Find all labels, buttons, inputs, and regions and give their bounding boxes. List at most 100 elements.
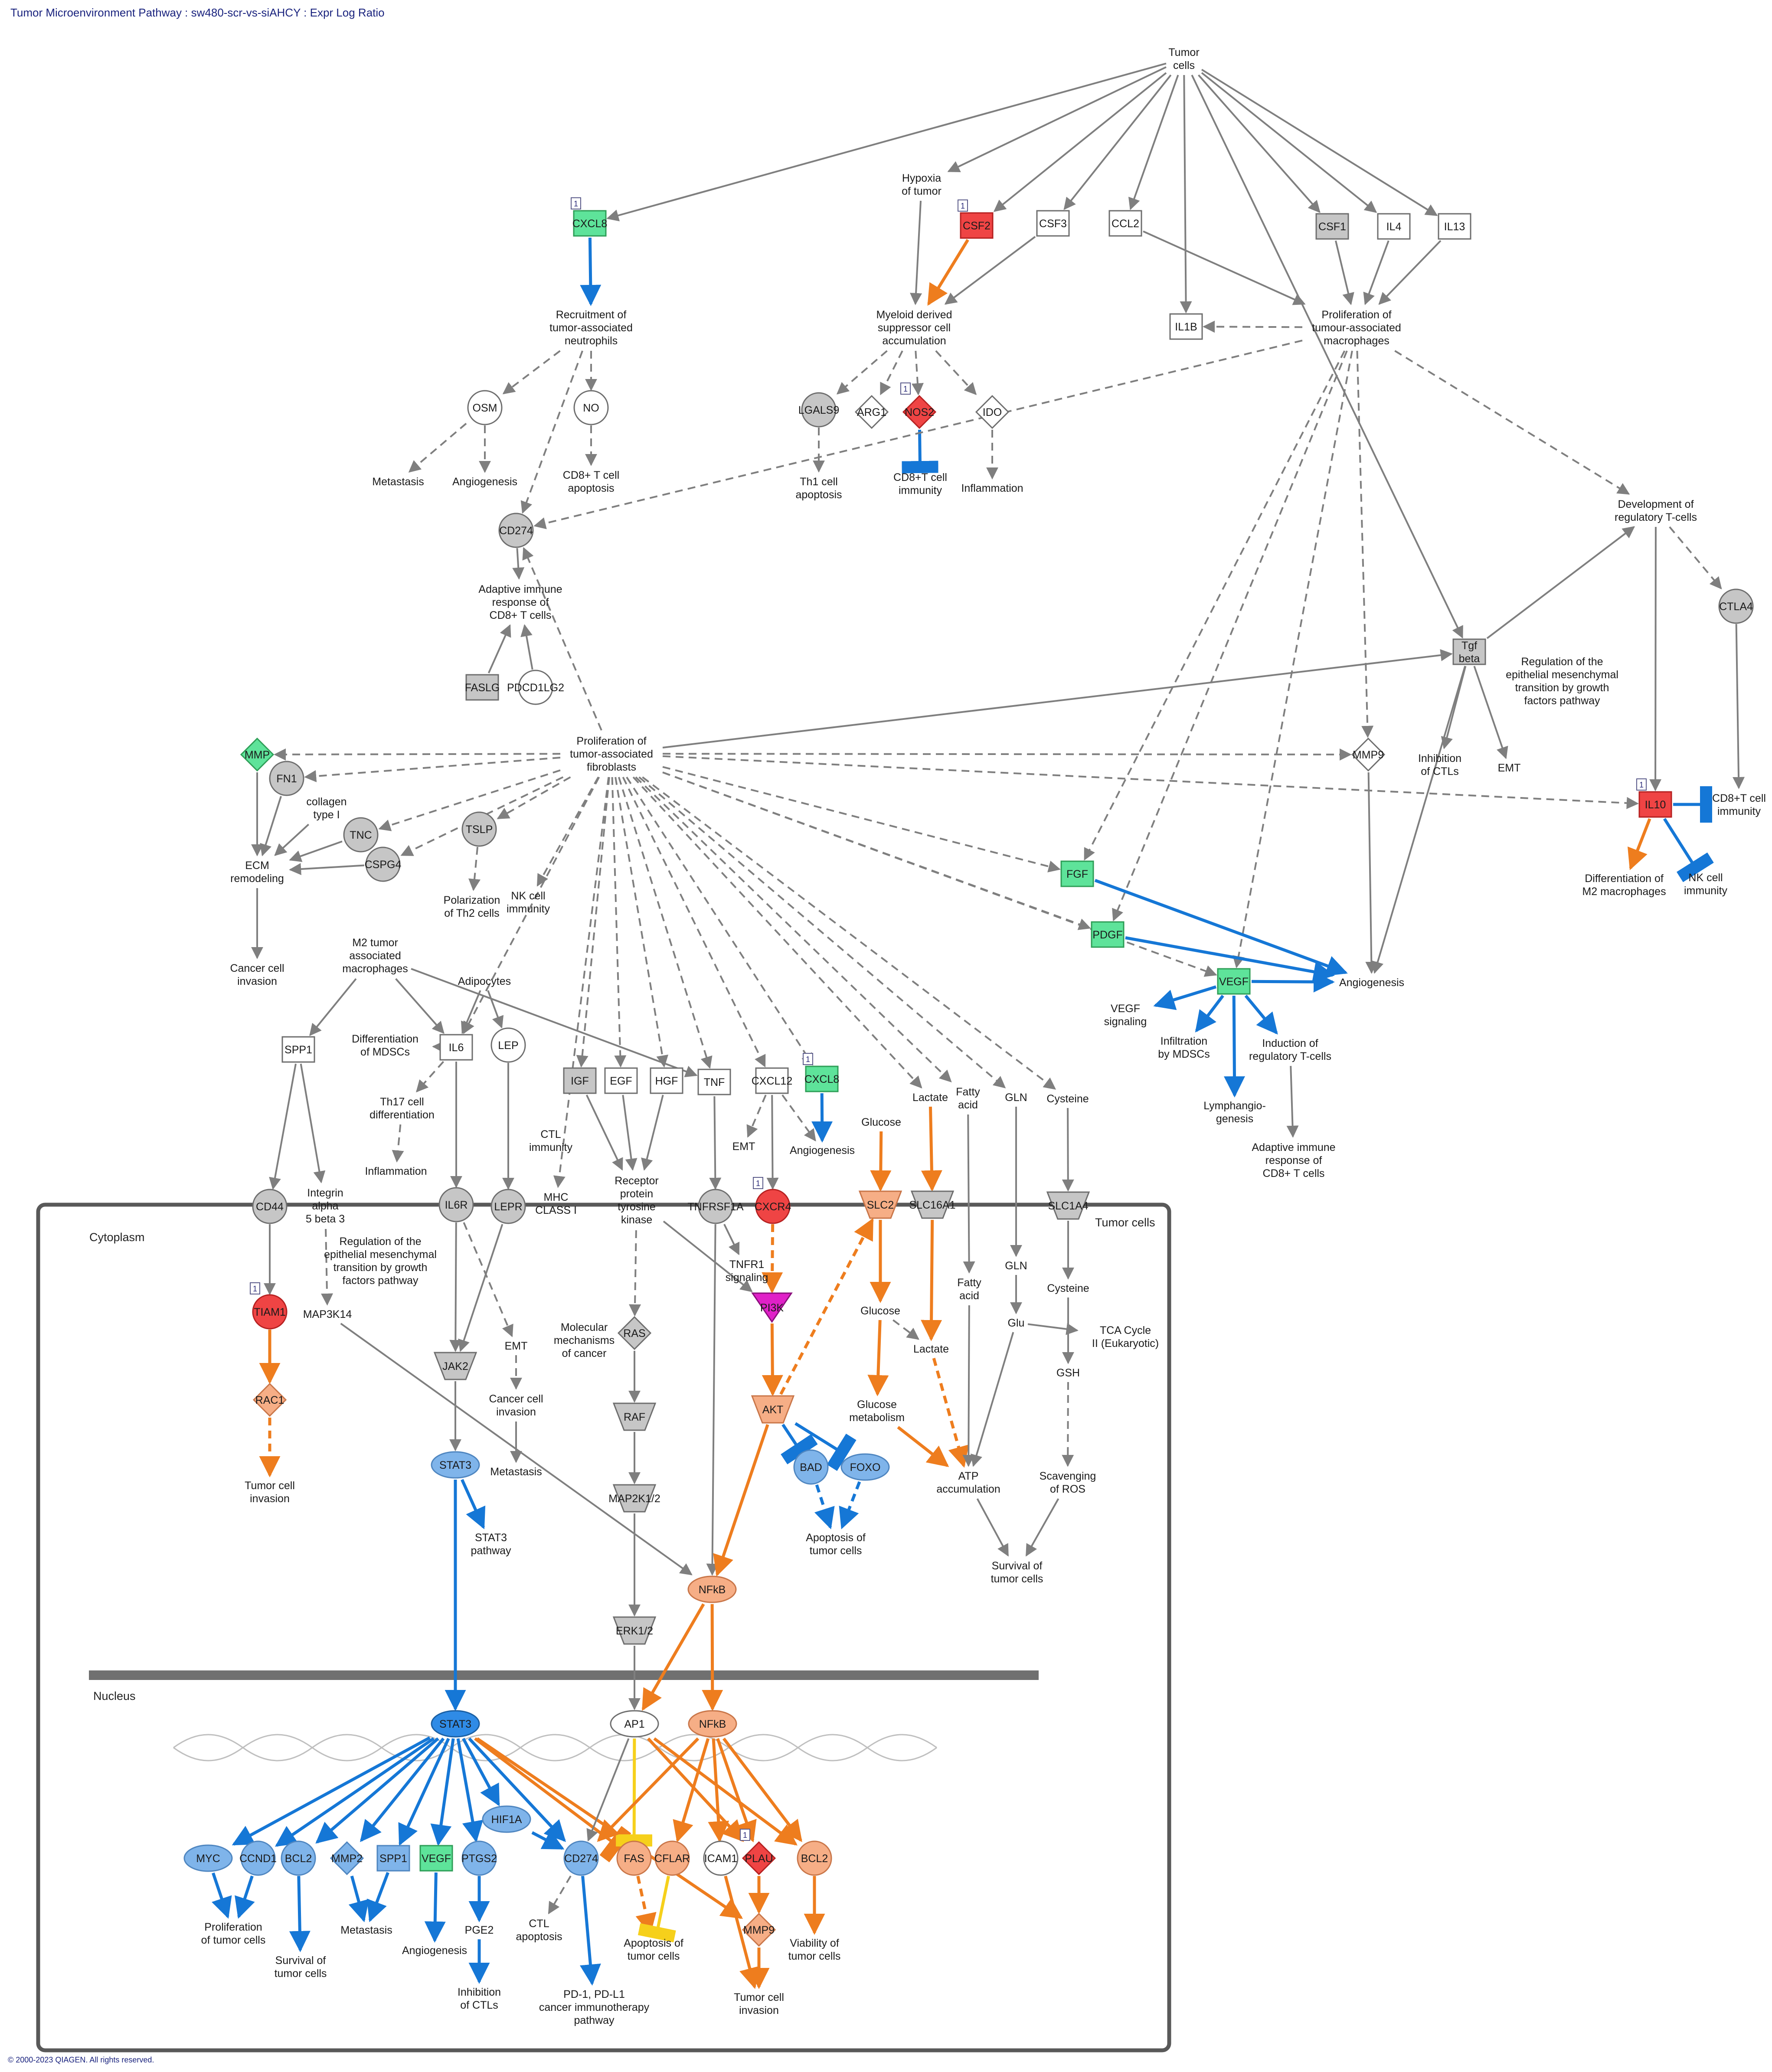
node-csf3[interactable]: CSF3: [1036, 210, 1070, 237]
node-myc[interactable]: MYC: [183, 1844, 233, 1872]
node-cysteine-top[interactable]: Cysteine: [1046, 1093, 1089, 1105]
node-lactate-cyto[interactable]: Lactate: [913, 1343, 949, 1355]
node-cd274-nuc[interactable]: CD274: [563, 1840, 599, 1876]
node-glucose-cyto[interactable]: Glucose: [860, 1305, 900, 1317]
node-metastasis-top[interactable]: Metastasis: [372, 476, 424, 488]
node-nfkb-cyto[interactable]: NFkB: [687, 1575, 737, 1603]
node-metastasis-nuc[interactable]: Metastasis: [340, 1924, 392, 1936]
node-akt[interactable]: AKT: [751, 1395, 795, 1424]
node-cflar[interactable]: CFLAR: [654, 1840, 690, 1876]
node-gln-top[interactable]: GLN: [1005, 1092, 1027, 1104]
node-no[interactable]: NO: [573, 390, 609, 425]
node-angio-nuc[interactable]: Angiogenesis: [402, 1945, 467, 1957]
node-map2k12[interactable]: MAP2K1/2: [608, 1484, 660, 1513]
node-lymphangio[interactable]: Lymphangio-genesis: [1203, 1100, 1266, 1125]
node-il4[interactable]: IL4: [1377, 213, 1411, 240]
node-il1b[interactable]: IL1B: [1169, 313, 1203, 340]
node-ctla4[interactable]: CTLA4: [1718, 588, 1754, 624]
node-fgf[interactable]: FGF: [1060, 860, 1094, 887]
node-tnc[interactable]: TNC: [343, 817, 379, 853]
node-raf[interactable]: RAF: [612, 1402, 657, 1431]
node-emt-top[interactable]: EMT: [1498, 762, 1521, 774]
node-cd44[interactable]: CD44: [252, 1189, 288, 1224]
node-mmp9-nuc[interactable]: MMP9: [742, 1912, 776, 1947]
node-spp1-top[interactable]: SPP1: [281, 1036, 315, 1063]
node-cd274-top[interactable]: CD274: [498, 513, 534, 548]
node-hgf[interactable]: HGF: [650, 1067, 683, 1094]
node-angio-top[interactable]: Angiogenesis: [452, 476, 517, 488]
node-il6r[interactable]: IL6R: [438, 1187, 474, 1222]
node-pi3k[interactable]: PI3K: [751, 1292, 793, 1323]
node-tnfrsf1a[interactable]: TNFRSF1A: [687, 1189, 744, 1224]
node-osm[interactable]: OSM: [467, 390, 503, 425]
node-tnf[interactable]: TNF: [697, 1069, 731, 1095]
node-rac1[interactable]: RAC1: [252, 1382, 287, 1417]
node-bcl2-left[interactable]: BCL2: [281, 1840, 316, 1876]
node-slc2[interactable]: SLC2: [858, 1190, 902, 1219]
node-pdcd1lg2[interactable]: PDCD1LG2: [507, 670, 564, 705]
node-map3k14[interactable]: MAP3K14: [303, 1308, 352, 1320]
node-nfkb-nuc[interactable]: NFkB: [688, 1710, 737, 1738]
node-stat3-cyto[interactable]: STAT3: [431, 1451, 480, 1479]
node-erk12[interactable]: ERK1/2: [612, 1616, 657, 1645]
node-adipocytes[interactable]: Adipocytes: [458, 975, 511, 987]
node-stat3-nuc[interactable]: STAT3: [431, 1710, 480, 1738]
node-glu[interactable]: Glu: [1008, 1317, 1025, 1329]
node-fn1[interactable]: FN1: [269, 761, 304, 796]
node-faslg[interactable]: FASLG: [465, 674, 500, 701]
node-inflammation-top[interactable]: Inflammation: [961, 482, 1023, 494]
node-lepr[interactable]: LEPR: [490, 1189, 526, 1224]
node-tslp[interactable]: TSLP: [461, 811, 497, 847]
node-mmp-top[interactable]: MMP: [240, 737, 275, 772]
node-foxo[interactable]: FOXO: [840, 1453, 890, 1481]
node-ido[interactable]: IDO: [975, 395, 1010, 429]
node-angio-right[interactable]: Angiogenesis: [1339, 977, 1404, 989]
node-ptgs2[interactable]: PTGS2: [461, 1840, 497, 1876]
node-egf[interactable]: EGF: [604, 1067, 638, 1094]
node-pdgf[interactable]: PDGF: [1091, 921, 1125, 948]
node-ccnd1[interactable]: CCND1: [239, 1840, 277, 1876]
node-angio-mid[interactable]: Angiogenesis: [790, 1144, 855, 1157]
node-slc1a4[interactable]: SLC1A4: [1046, 1191, 1090, 1220]
node-arg1[interactable]: ARG1: [854, 395, 889, 429]
node-emt-cyto[interactable]: EMT: [505, 1340, 528, 1352]
node-bcl2-right[interactable]: BCL2: [797, 1840, 832, 1876]
node-bad[interactable]: BAD: [793, 1449, 829, 1485]
